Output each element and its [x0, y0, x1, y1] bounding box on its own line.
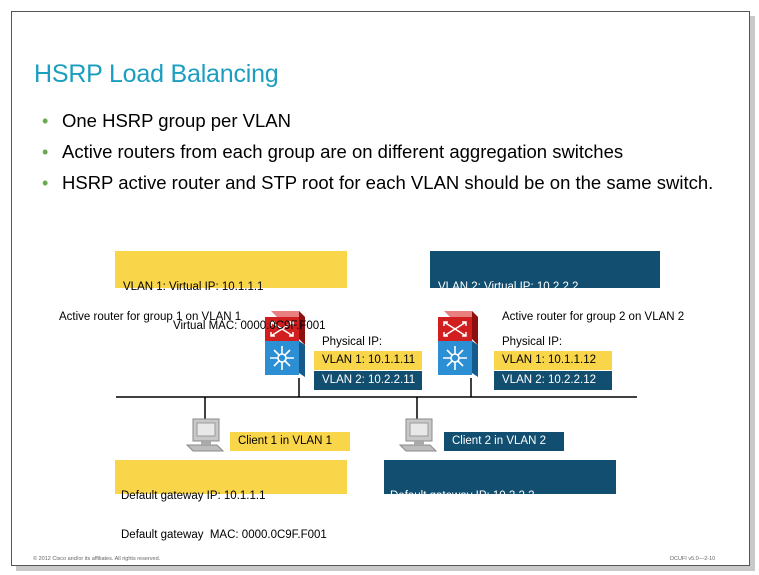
- client1-gateway-ip: Default gateway IP: 10.1.1.1: [121, 490, 266, 502]
- left-physical-ip-label: Physical IP:: [322, 336, 383, 348]
- bullet-dot-icon: •: [42, 111, 49, 131]
- client1-gateway-box: Default gateway IP: 10.1.1.1 Default gat…: [115, 460, 347, 541]
- client2-gateway-mac: Default gateway MAC: 0000.0C9F.F002: [390, 529, 593, 541]
- vlan2-virtual-box: VLAN 2: Virtual IP: 10.2.2.2 Virtual MAC…: [430, 251, 660, 332]
- client1-gateway-mac: Default gateway MAC: 0000.0C9F.F001: [121, 529, 327, 541]
- slide-title: HSRP Load Balancing: [34, 60, 279, 88]
- left-vlan1-physical-ip: VLAN 1: 10.1.1.11: [314, 351, 422, 370]
- layer3-switch-icon: [265, 311, 305, 377]
- vlan2-virtual-ip: VLAN 2: Virtual IP: 10.2.2.2: [438, 281, 579, 293]
- vlan1-virtual-box: VLAN 1: Virtual IP: 10.1.1.1 Virtual MAC…: [115, 251, 347, 332]
- right-physical-ip-label: Physical IP:: [502, 336, 563, 348]
- vlan2-virtual-mac: Virtual MAC: 0000.0C9F.F002: [488, 320, 641, 332]
- client2-gateway-box: Default gateway IP: 10.2.2.2 Default gat…: [384, 460, 616, 541]
- vlan1-virtual-mac: Virtual MAC: 0000.0C9F.F001: [173, 320, 326, 332]
- left-vlan2-physical-ip: VLAN 2: 10.2.2.11: [314, 371, 422, 390]
- course-footer: DCUFI v5.0—2-10: [670, 556, 716, 562]
- bullet-item: •One HSRP group per VLAN: [42, 110, 291, 131]
- client2-label: Client 2 in VLAN 2: [444, 432, 564, 451]
- bullet-dot-icon: •: [42, 142, 49, 162]
- copyright-footer: © 2012 Cisco and/or its affiliates. All …: [33, 556, 161, 562]
- client1-label: Client 1 in VLAN 1: [230, 432, 350, 451]
- left-router-caption: Active router for group 1 on VLAN 1: [59, 311, 242, 323]
- bullet-dot-icon: •: [42, 173, 49, 193]
- right-vlan2-physical-ip: VLAN 2: 10.2.2.12: [494, 371, 612, 390]
- bullet-item: •Active routers from each group are on d…: [42, 141, 624, 162]
- workstation-icon: [398, 418, 438, 452]
- right-router-caption: Active router for group 2 on VLAN 2: [502, 311, 685, 323]
- layer3-switch-icon: [438, 311, 478, 377]
- workstation-icon: [185, 418, 225, 452]
- network-diagram: [116, 311, 637, 452]
- right-vlan1-physical-ip: VLAN 1: 10.1.1.12: [494, 351, 612, 370]
- slide: HSRP Load Balancing •One HSRP group per …: [11, 11, 750, 566]
- vlan1-virtual-ip: VLAN 1: Virtual IP: 10.1.1.1: [123, 281, 264, 293]
- bullet-item: •HSRP active router and STP root for eac…: [42, 172, 714, 193]
- bullet-list: •One HSRP group per VLAN •Active routers…: [32, 110, 732, 203]
- client2-gateway-ip: Default gateway IP: 10.2.2.2: [390, 490, 535, 502]
